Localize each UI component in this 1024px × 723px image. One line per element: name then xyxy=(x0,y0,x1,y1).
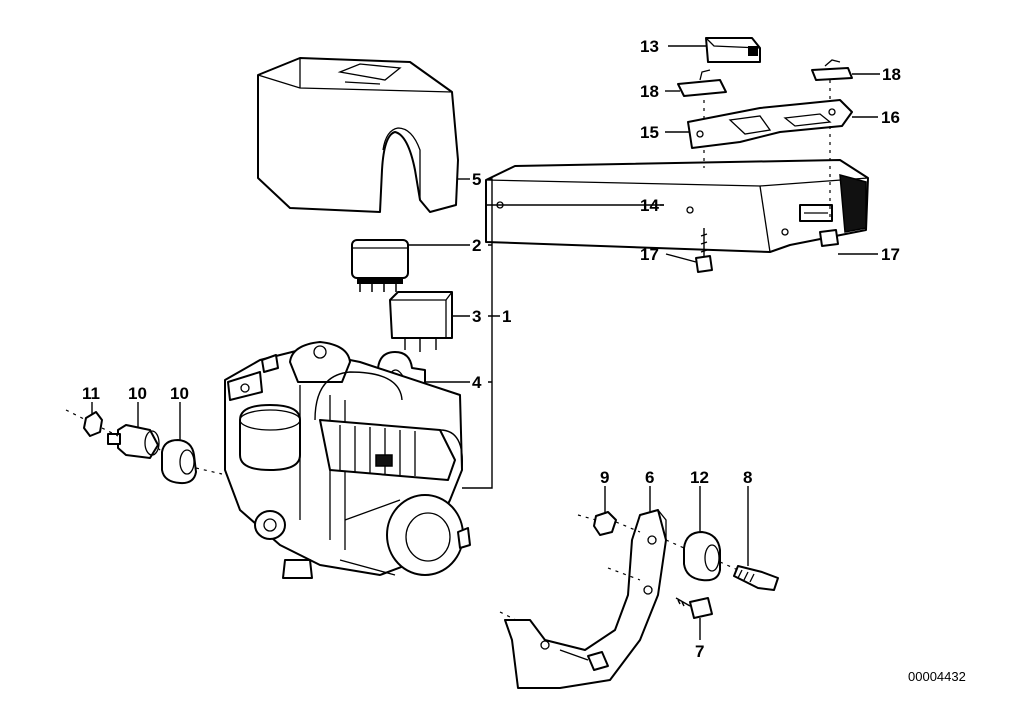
bracket-6-part xyxy=(504,509,667,689)
nut-left-part xyxy=(83,411,103,437)
callout-labels: 5 2 3 1 4 11 10 10 13 18 18 15 16 14 17 … xyxy=(82,37,901,661)
reference-number: 00004432 xyxy=(908,669,966,684)
mount-left-part xyxy=(161,439,197,485)
bracket-15-16-part xyxy=(687,99,853,149)
bolt-8-part xyxy=(733,565,779,591)
callout-label: 8 xyxy=(743,468,752,487)
callout-label: 6 xyxy=(645,468,654,487)
callout-label: 10 xyxy=(170,384,189,403)
screw-18-right-part xyxy=(819,229,839,247)
screw-18-left-part xyxy=(695,228,713,273)
callout-label: 9 xyxy=(600,468,609,487)
callout-label: 18 xyxy=(640,82,659,101)
callout-label: 15 xyxy=(640,123,659,142)
callout-label: 7 xyxy=(695,642,704,661)
relay-13-part xyxy=(705,37,761,63)
callout-label: 4 xyxy=(472,373,482,392)
mount-10-right-part xyxy=(683,531,721,582)
callout-label: 13 xyxy=(640,37,659,56)
bushing-left-part xyxy=(107,424,160,459)
callout-label: 18 xyxy=(882,65,901,84)
relay-large-part xyxy=(389,291,453,352)
clip-17-right-part xyxy=(811,59,853,81)
leader-lines xyxy=(91,45,880,640)
screw-7-part xyxy=(675,597,713,619)
nut-9-part xyxy=(593,511,617,536)
callout-label: 12 xyxy=(690,468,709,487)
relay-part xyxy=(351,239,409,292)
callout-label: 5 xyxy=(472,170,481,189)
callout-label: 17 xyxy=(640,245,659,264)
callout-label: 16 xyxy=(881,108,900,127)
callout-label: 1 xyxy=(502,307,511,326)
callout-label: 10 xyxy=(128,384,147,403)
clip-17-left-part xyxy=(677,69,727,97)
cover-part xyxy=(257,57,459,213)
hydraulic-unit-part xyxy=(224,341,471,579)
callout-label: 11 xyxy=(82,384,100,403)
callout-label: 17 xyxy=(881,245,900,264)
callout-label: 2 xyxy=(472,236,481,255)
callout-label: 3 xyxy=(472,307,481,326)
callout-label: 14 xyxy=(640,196,659,215)
screw-bottom-part xyxy=(559,649,609,671)
control-unit-14-part xyxy=(485,159,869,253)
